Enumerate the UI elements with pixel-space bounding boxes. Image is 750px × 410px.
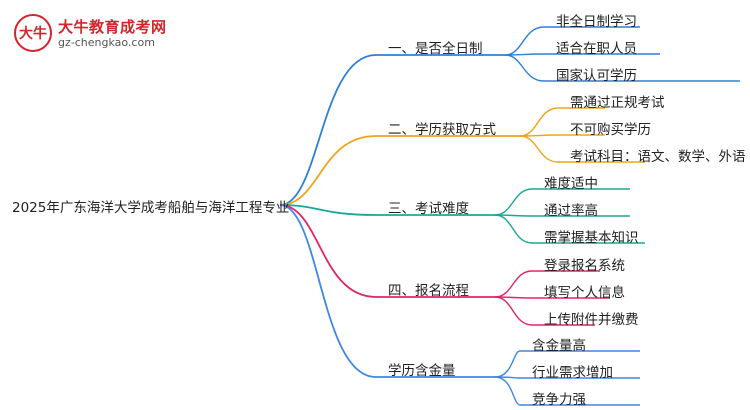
child-label: 含金量高 xyxy=(532,338,586,354)
child-label: 登录报名系统 xyxy=(544,258,625,274)
branch-label: 二、学历获取方式 xyxy=(388,122,496,138)
child-label: 非全日制学习 xyxy=(556,14,637,30)
child-label: 适合在职人员 xyxy=(556,41,637,57)
child-label: 行业需求增加 xyxy=(532,365,613,381)
branch-label: 三、考试难度 xyxy=(388,201,469,217)
child-label: 通过率高 xyxy=(544,203,598,219)
child-label: 不可购买学历 xyxy=(570,122,651,138)
child-label: 考试科目：语文、数学、外语 xyxy=(570,149,746,165)
child-label: 竞争力强 xyxy=(532,392,586,408)
child-connector xyxy=(494,270,533,298)
child-label: 填写个人信息 xyxy=(544,285,625,301)
logo-url: gz-chengkao.com xyxy=(58,36,155,49)
logo-title: 大牛教育成考网 xyxy=(58,18,167,36)
branch-connector xyxy=(279,204,377,298)
branch-label: 学历含金量 xyxy=(388,363,456,379)
root-topic: 2025年广东海洋大学成考船舶与海洋工程专业 xyxy=(12,200,290,216)
branch-connector xyxy=(279,204,377,378)
child-connector xyxy=(504,54,545,82)
branch-connector xyxy=(279,204,377,216)
child-connector xyxy=(494,350,521,378)
site-logo: 大牛 大牛教育成考网 gz-chengkao.com xyxy=(14,14,167,54)
child-label: 需通过正规考试 xyxy=(570,95,665,111)
child-connector xyxy=(494,376,521,406)
child-label: 上传附件并缴费 xyxy=(544,312,639,328)
branch-connector xyxy=(279,54,377,206)
child-label: 需掌握基本知识 xyxy=(544,230,639,246)
child-connector xyxy=(504,26,545,56)
branch-connector xyxy=(279,135,377,206)
branch-label: 四、报名流程 xyxy=(388,283,469,299)
child-connector xyxy=(494,296,533,326)
child-connector xyxy=(519,135,559,163)
child-label: 国家认可学历 xyxy=(556,68,637,84)
logo-mark-icon: 大牛 xyxy=(14,14,52,52)
child-connector xyxy=(519,107,559,137)
child-connector xyxy=(494,188,533,216)
child-connector xyxy=(494,214,533,244)
branch-label: 一、是否全日制 xyxy=(388,41,483,57)
child-label: 难度适中 xyxy=(544,176,598,192)
